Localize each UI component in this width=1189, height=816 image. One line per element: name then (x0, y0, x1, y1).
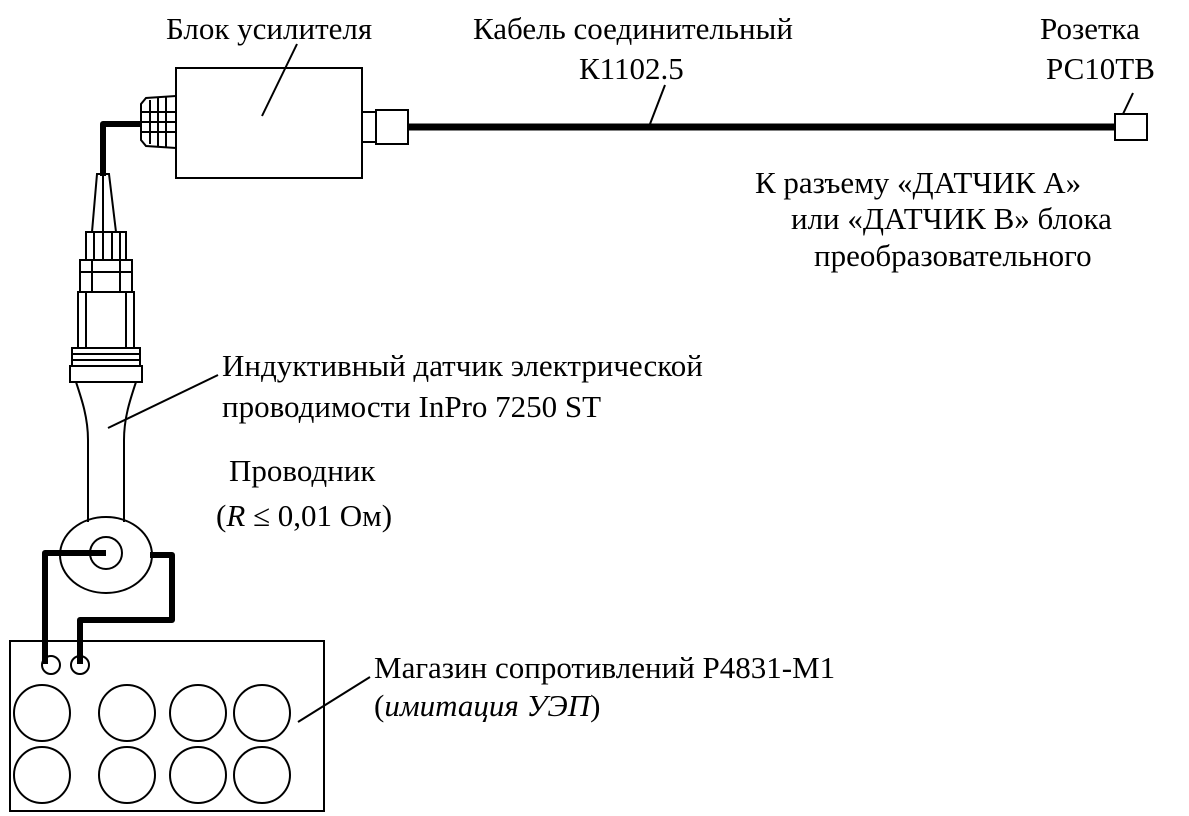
terminal (41, 655, 61, 675)
leader-resistance (297, 676, 371, 723)
dial (13, 684, 71, 742)
label-conductor-line1: Проводник (229, 453, 376, 488)
leader-sensor (107, 374, 219, 429)
label-resistance-line1: Магазин сопротивлений Р4831-М1 (374, 650, 835, 685)
label-connector-note-2: или «ДАТЧИК В» блока (791, 201, 1112, 236)
leader-amplifier (261, 43, 298, 117)
dial (169, 684, 227, 742)
resistance-box (9, 640, 325, 812)
label-resistance-line2: (имитация УЭП) (374, 688, 600, 723)
socket-rs10tv (1114, 113, 1148, 141)
amplifier-block (140, 67, 409, 179)
dial (233, 684, 291, 742)
label-conductor-line2: (R ≤ 0,01 Ом) (216, 498, 392, 533)
leader-socket (1122, 92, 1134, 115)
dial (169, 746, 227, 804)
sensor-cable (100, 121, 141, 176)
conductor-return (77, 552, 175, 664)
label-cable-line1: Кабель соединительный (473, 11, 793, 46)
leader-cable (649, 84, 666, 125)
label-connector-note-3: преобразовательного (814, 238, 1092, 273)
label-sensor-line1: Индуктивный датчик электрической (222, 348, 703, 383)
dial (98, 746, 156, 804)
inductive-sensor (59, 173, 153, 594)
label-connector-note-1: К разъему «ДАТЧИК А» (755, 165, 1081, 200)
label-sensor-line2: проводимости InPro 7250 ST (222, 389, 601, 424)
label-socket-line2: РС10ТВ (1046, 51, 1155, 86)
label-cable-line2: К1102.5 (579, 51, 684, 86)
label-socket-line1: Розетка (1040, 11, 1140, 46)
output-connector (361, 109, 409, 145)
dial (233, 746, 291, 804)
terminal (70, 655, 90, 675)
dial (13, 746, 71, 804)
cable-gland (140, 95, 177, 149)
label-amplifier-block: Блок усилителя (166, 11, 372, 46)
dial (98, 684, 156, 742)
conductor-loop (42, 550, 106, 664)
